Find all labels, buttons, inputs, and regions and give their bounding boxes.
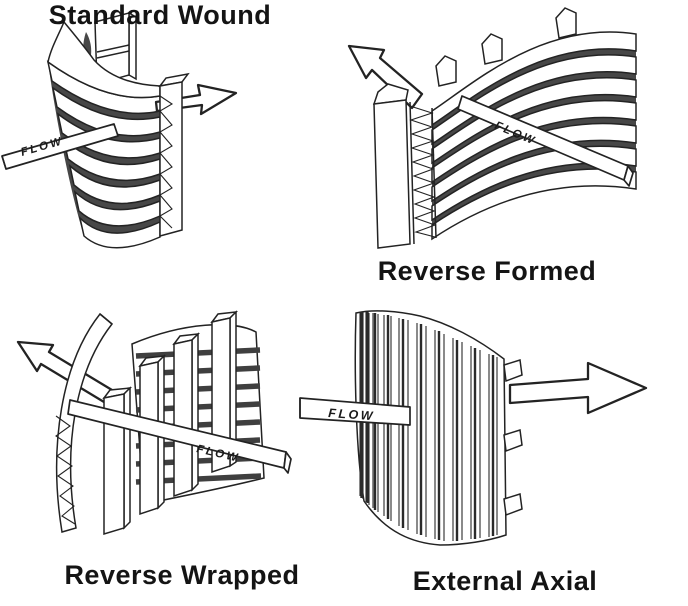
flow-ribbon: FLOW [67, 399, 292, 474]
support-rod [372, 83, 437, 249]
axial-rod-bar-3 [172, 332, 201, 498]
wrap-wire-screen-body [46, 20, 161, 249]
caption-standard-wound: Standard Wound [48, 0, 272, 30]
reverse-wrapped-drawing: FLOW [16, 310, 292, 536]
caption-reverse-formed: Reverse Formed [377, 256, 597, 286]
standard-wound-drawing: FLOW [1, 11, 238, 249]
caption-external-axial: External Axial [412, 566, 598, 596]
reverse-formed-drawing: FLOW [347, 7, 637, 249]
support-rod [158, 72, 190, 237]
flow-ribbon: FLOW [299, 397, 411, 426]
flow-out-arrow-icon [508, 361, 648, 415]
outer-arc-band [55, 312, 114, 533]
flow-label: FLOW [328, 406, 376, 423]
external-axial-drawing: FLOW [299, 310, 648, 546]
mount-tabs [503, 359, 523, 517]
support-rod-tabs [435, 7, 577, 87]
caption-reverse-wrapped: Reverse Wrapped [64, 560, 300, 590]
axial-slat-screen-body [354, 310, 507, 546]
axial-rod-bar-4 [210, 310, 239, 474]
